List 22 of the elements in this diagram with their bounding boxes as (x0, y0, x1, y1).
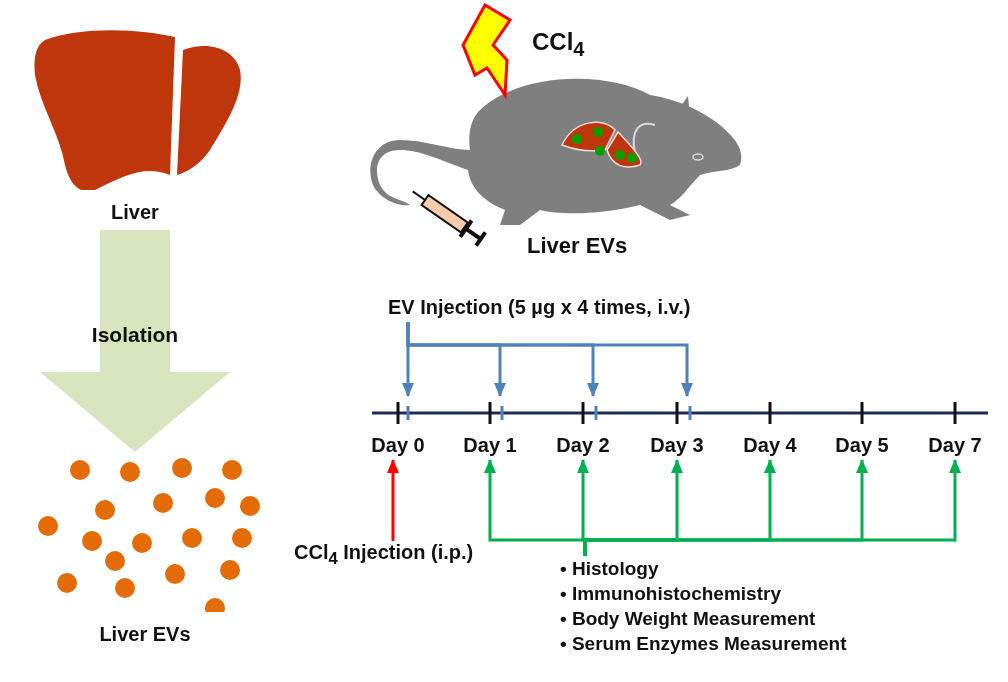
annotation-text: CCl$_{4}$ Injection (i.p.) (294, 541, 474, 569)
node-label: Liver (110, 201, 160, 224)
block-arrow (40, 230, 230, 452)
arrow (583, 459, 961, 556)
arrow (406, 322, 693, 397)
bullet-item: • Serum Enzymes Measurement (560, 632, 847, 656)
day-label: Day 7 (927, 434, 983, 457)
annotation-text: EV Injection (5 µg x 4 times, i.v.) (388, 296, 691, 319)
day-label: Day 0 (370, 434, 426, 457)
arrow (387, 459, 399, 541)
day-label: Day 4 (742, 434, 798, 457)
bullet-item: • Histology (560, 557, 660, 581)
bullet-item: • Body Weight Measurement (560, 607, 817, 631)
annotation-text: Liver EVs (527, 233, 628, 259)
day-label: Day 5 (834, 434, 890, 457)
annotation-text: CCl$_{4}$ (532, 28, 585, 61)
node-label: Liver EVs (98, 623, 192, 646)
bullet-item: • Immunohistochemistry (560, 582, 782, 606)
day-label: Day 1 (462, 434, 518, 457)
edge-label: Isolation (90, 323, 180, 347)
day-label: Day 2 (555, 434, 611, 457)
day-label: Day 3 (649, 434, 705, 457)
